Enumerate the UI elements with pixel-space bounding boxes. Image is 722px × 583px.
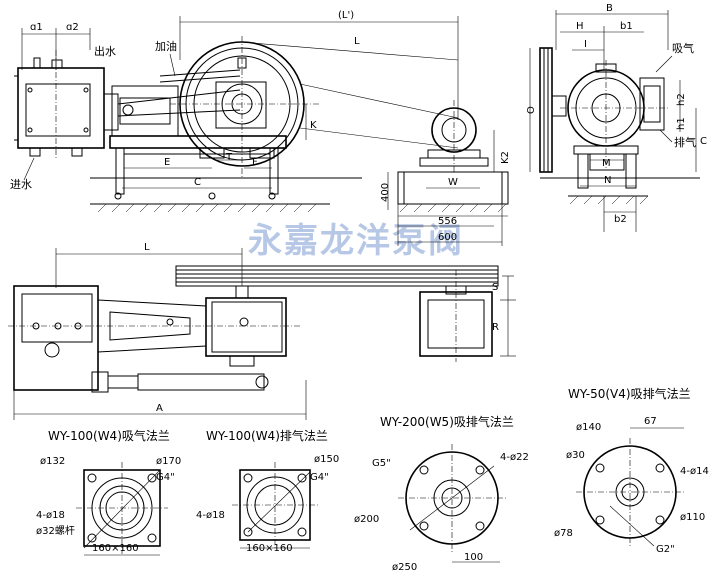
- label-outlet: 出水: [94, 44, 116, 58]
- dim-h: H: [576, 21, 584, 32]
- flange-1-title: WY-100(W4)吸气法兰: [48, 428, 170, 443]
- dim-m: M: [602, 158, 611, 169]
- flange-wy100-discharge: WY-100(W4)排气法兰 ø150 G4" 4-ø18 160×160: [196, 428, 339, 554]
- dim-556: 556: [438, 216, 457, 227]
- watermark: 永嘉龙洋泵阀: [248, 221, 464, 261]
- flange-2-title: WY-100(W4)排气法兰: [206, 428, 328, 443]
- flange-4-holes: 4-ø14: [680, 466, 709, 477]
- flange-2-holes: 4-ø18: [196, 510, 225, 521]
- flange-1-g4: G4": [156, 472, 175, 483]
- label-oil: 加油: [155, 39, 177, 53]
- flange-1-d132: ø132: [40, 456, 65, 467]
- flange-1-d170: ø170: [156, 456, 181, 467]
- flange-4-d110: ø110: [680, 512, 705, 523]
- flange-1-holes: 4-ø18: [36, 510, 65, 521]
- flange-1-bolt: ø32螺杆: [36, 525, 75, 537]
- front-view: ɑ1 ɑ2 (L') L 出水 加油 进水: [10, 10, 511, 246]
- dim-e: E: [164, 157, 170, 168]
- dim-r: R: [492, 322, 499, 333]
- dim-i: I: [584, 39, 587, 50]
- side-view: B H b1 I 吸气 h2 h1 C: [526, 3, 707, 232]
- label-exhaust: 排气: [674, 135, 696, 149]
- flange-3-title: WY-200(W5)吸排气法兰: [380, 414, 514, 429]
- flange-3-d200: ø200: [354, 514, 379, 525]
- dim-a2: ɑ2: [66, 22, 79, 33]
- dim-w: W: [448, 177, 458, 188]
- flange-3-holes: 4-ø22: [500, 452, 529, 463]
- flange-2-size: 160×160: [246, 543, 293, 554]
- flange-3-100: 100: [464, 552, 483, 563]
- flange-wy50: WY-50(V4)吸排气法兰 67 ø140 ø30 4-ø14 ø110 ø7…: [554, 386, 709, 555]
- dim-b2: b2: [614, 214, 627, 225]
- dim-l-prime: (L'): [338, 10, 354, 21]
- dim-h2: h2: [676, 93, 687, 106]
- flange-4-d78: ø78: [554, 528, 573, 539]
- dim-600: 600: [438, 232, 457, 243]
- dim-b: B: [606, 3, 613, 14]
- flange-3-g5: G5": [372, 458, 391, 469]
- dim-f: F: [252, 157, 258, 168]
- dim-c: C: [194, 177, 201, 188]
- dim-h1: h1: [676, 117, 687, 130]
- dim-400: 400: [380, 183, 391, 202]
- dim-l: L: [354, 36, 360, 47]
- flange-wy200: WY-200(W5)吸排气法兰 G5" 4-ø22 ø200 ø250 100: [354, 414, 529, 573]
- dim-l-plan: L: [144, 242, 150, 253]
- flange-wy100-suction: WY-100(W4)吸气法兰 ø132 ø170 G4" 4-ø18 ø32螺杆…: [36, 428, 181, 556]
- flange-2-g4: G4": [310, 472, 329, 483]
- flange-4-title: WY-50(V4)吸排气法兰: [568, 386, 691, 401]
- dim-s: S: [492, 282, 498, 293]
- dim-a1: ɑ1: [30, 22, 43, 33]
- dim-a: A: [156, 403, 163, 414]
- dim-k2: K2: [500, 151, 511, 164]
- flange-1-size: 160×160: [92, 543, 139, 554]
- label-suction: 吸气: [672, 41, 694, 55]
- dim-o: O: [526, 106, 537, 114]
- plan-view: L A: [8, 242, 516, 420]
- label-inlet: 进水: [10, 178, 32, 191]
- flange-4-g2: G2": [656, 544, 675, 555]
- dim-c-side: C: [700, 136, 707, 147]
- dim-t: T: [225, 152, 233, 163]
- flange-4-d30: ø30: [566, 450, 585, 461]
- flange-4-d140: ø140: [576, 422, 601, 433]
- flange-3-d250: ø250: [392, 562, 417, 573]
- dim-b1: b1: [620, 21, 633, 32]
- flange-2-d150: ø150: [314, 454, 339, 465]
- dim-n: N: [604, 175, 611, 186]
- flange-4-67: 67: [644, 416, 657, 427]
- dim-k: K: [310, 120, 317, 131]
